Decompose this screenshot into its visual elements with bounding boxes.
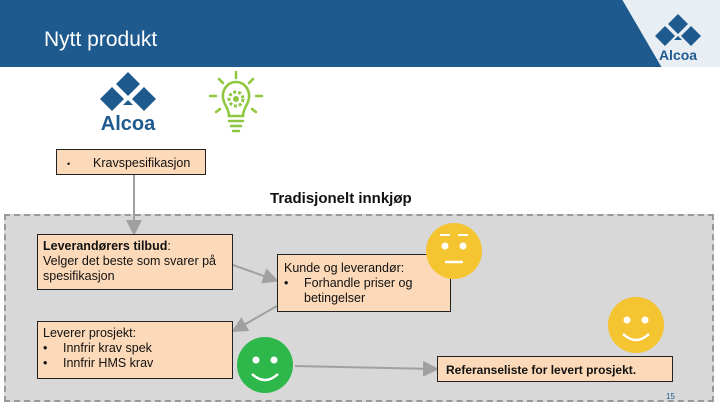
negotiation-box: Kunde og leverandør: • Forhandle priser o…	[277, 254, 451, 312]
requirements-spec-box: • Kravspesifikasjon	[56, 149, 206, 175]
alcoa-logo-text: Alcoa	[101, 113, 156, 134]
deliver-item-2: Innfrir HMS krav	[63, 356, 154, 370]
header-logo-text: Alcoa	[659, 47, 697, 63]
deliver-item-1: Innfrir krav spek	[63, 341, 152, 355]
section-title: Tradisjonelt innkjøp	[270, 190, 412, 207]
requirements-spec-label: Kravspesifikasjon	[93, 156, 191, 170]
page-number: 15	[666, 392, 675, 401]
negotiate-colon: :	[400, 261, 405, 275]
deliver-colon: :	[132, 326, 137, 340]
reference-list-box: Referanseliste for levert prosjekt.	[437, 356, 673, 382]
smiley-face-icon	[608, 297, 664, 353]
bullet: •	[67, 159, 71, 169]
reference-list-label: Referanseliste for levert prosjekt.	[446, 363, 637, 377]
deliver-project-box: Leverer prosjekt: • Innfrir krav spek • In…	[37, 321, 233, 379]
header-bar: Nytt produkt Alcoa	[0, 0, 720, 67]
bullet: •	[43, 341, 48, 355]
alcoa-logo: Alcoa	[100, 72, 156, 134]
lightbulb-gear-icon	[208, 70, 264, 133]
negotiate-heading: Kunde og leverandør	[284, 261, 401, 275]
deliver-heading: Leverer prosjekt	[43, 326, 133, 340]
list-item: • Innfrir krav spek	[43, 341, 227, 356]
negotiate-item-1: Forhandle priser og betingelser	[304, 276, 413, 305]
offer-text: Velger det beste som svarer på spesifika…	[43, 254, 217, 283]
list-item: • Forhandle priser og betingelser	[284, 276, 444, 306]
alcoa-logo-icon: Alcoa	[655, 14, 701, 63]
offer-colon: :	[167, 239, 171, 253]
page-title: Nytt produkt	[44, 28, 158, 51]
neutral-face-icon	[426, 223, 482, 279]
bullet: •	[43, 356, 48, 370]
list-item: • Innfrir HMS krav	[43, 356, 227, 371]
smiley-face-icon	[237, 337, 293, 393]
bullet: •	[284, 276, 289, 290]
supplier-offer-box: Leverandørers tilbud: Velger det beste s…	[37, 234, 233, 290]
offer-heading: Leverandørers tilbud	[43, 239, 168, 253]
